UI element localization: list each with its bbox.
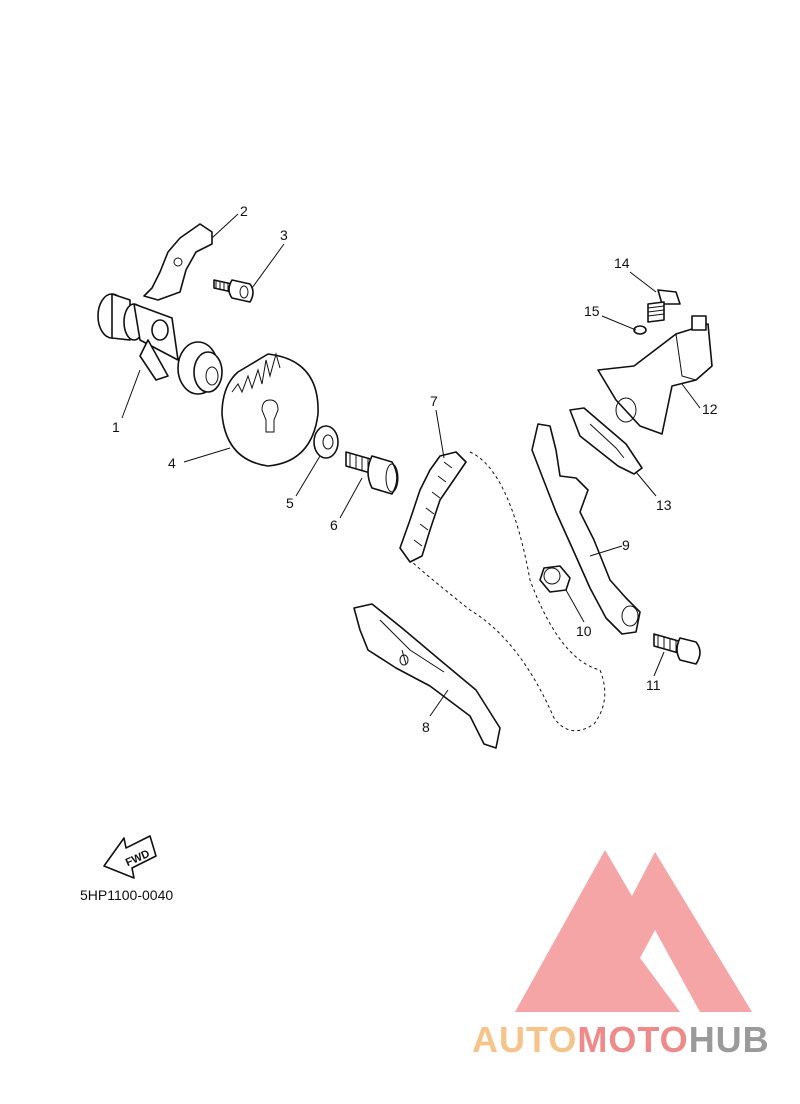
part-9-tensioner-guide	[531, 423, 641, 635]
fwd-arrow-icon: FWD	[103, 835, 157, 879]
callout-7: 7	[430, 393, 438, 409]
part-13-gasket	[569, 407, 643, 475]
watermark-text: AUTOMOTOHUB	[472, 1019, 770, 1060]
callout-13: 13	[656, 497, 672, 513]
callout-8: 8	[422, 719, 430, 735]
part-11-bolt	[653, 633, 701, 665]
part-10-collar	[539, 565, 571, 593]
leader-lines	[121, 213, 701, 717]
callout-numbers: 1 2 3 4 5 6 7 8 9 10 11 12 13 14 15	[112, 203, 718, 735]
callout-11: 11	[646, 677, 661, 693]
part-4-sprocket	[221, 352, 319, 467]
svg-text:AUTOMOTOHUB: AUTOMOTOHUB	[472, 1019, 770, 1060]
part-7-cam-chain	[399, 451, 606, 732]
callout-15: 15	[584, 303, 600, 319]
part-6-bolt	[345, 451, 399, 495]
part-2-bracket	[143, 223, 213, 301]
watermark-hub: HUB	[689, 1019, 770, 1060]
part-14-bolt	[647, 289, 681, 323]
watermark-auto: AUTO	[472, 1019, 577, 1060]
callout-4: 4	[168, 455, 176, 471]
callout-5: 5	[286, 495, 294, 511]
drawing-code: 5HP1100-0040	[80, 887, 173, 903]
part-8-chain-guide	[353, 603, 501, 749]
callout-6: 6	[330, 517, 338, 533]
part-5-washer	[313, 425, 339, 459]
callout-9: 9	[622, 537, 630, 553]
watermark-moto: MOTO	[577, 1019, 688, 1060]
callout-10: 10	[576, 623, 592, 639]
callout-14: 14	[614, 255, 630, 271]
callout-3: 3	[280, 227, 288, 243]
part-1-camshaft	[97, 293, 223, 395]
part-15-o-ring	[633, 325, 647, 335]
part-3-bolt	[213, 279, 254, 303]
logo-triangle-mark	[515, 850, 752, 1012]
callout-1: 1	[112, 419, 120, 435]
part-12-tensioner	[597, 315, 713, 435]
callout-12: 12	[702, 401, 718, 417]
watermark-logo	[515, 850, 752, 1012]
callout-2: 2	[240, 203, 248, 219]
